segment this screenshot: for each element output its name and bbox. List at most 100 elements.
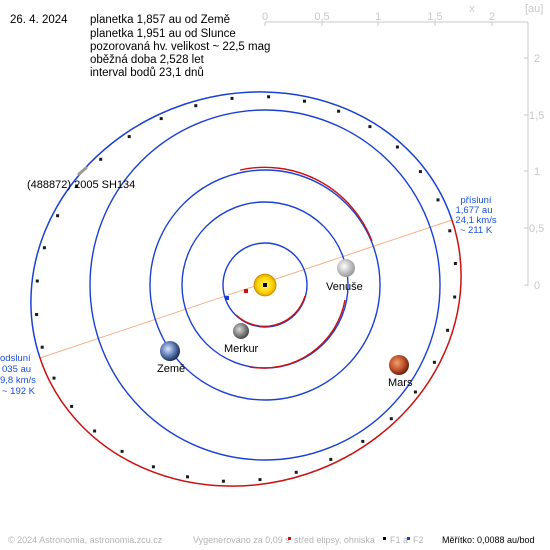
info-distance-earth: planetka 1,857 au od Země (90, 14, 230, 26)
earth-label: Země (157, 363, 185, 375)
mercury-label: Merkur (224, 343, 259, 355)
legend-f1-marker (383, 537, 386, 540)
orbit-position-dot (230, 96, 234, 100)
orbit-position-dot (453, 295, 457, 299)
info-distance-sun: planetka 1,951 au od Slunce (90, 28, 236, 40)
x-tick-label: 1,5 (427, 11, 442, 23)
asteroid-orbit-upper (30, 91, 453, 359)
focus-f2-marker (225, 296, 229, 300)
orbit-position-dot (99, 157, 103, 161)
orbit-position-dot (294, 470, 298, 474)
orbit-position-dot (448, 229, 452, 233)
orbit-position-dot (70, 404, 74, 408)
orbit-position-dot (120, 449, 124, 453)
mars-orbit (89, 109, 441, 461)
aphelion-title: odsluní (0, 353, 31, 364)
earth-orbit (149, 169, 381, 401)
y-unit-label: [au] (525, 3, 543, 15)
orbit-position-dot (159, 117, 163, 121)
perihelion-temperature: ~ 211 K (460, 225, 493, 236)
footer: © 2024 Astronomia, astronomia.zcu.cz Vyg… (8, 535, 535, 545)
orbit-position-dot (186, 475, 189, 479)
earth-icon (160, 341, 180, 361)
info-point-interval: interval bodů 23,1 dnů (90, 67, 204, 79)
x-tick-label: 1 (375, 11, 381, 23)
asteroid: (488872) 2005 SH134 (27, 166, 135, 191)
date-label: 26. 4. 2024 (10, 14, 68, 26)
orbit-position-dot (35, 313, 39, 316)
orbit-position-dot (221, 479, 225, 483)
asteroid-label: (488872) 2005 SH134 (27, 179, 135, 191)
y-tick-label: 2 (534, 53, 540, 65)
venus-label: Venuše (326, 281, 363, 293)
earth-orbit-arc (239, 166, 373, 242)
y-ticks: 2 1,5 1 0,5 0 [au] (524, 3, 544, 292)
perihelion-title: přísluní (460, 195, 492, 206)
aphelion-note: odsluní 035 au 9,8 km/s ~ 192 K (0, 353, 36, 397)
y-tick-label: 1 (534, 166, 540, 178)
asteroid-orbit-lower (39, 219, 462, 487)
orbit-position-dot (52, 376, 56, 380)
axes: 0 0,5 1 1,5 2 x 2 1,5 1 0,5 0 [au] (262, 3, 544, 292)
orbit-position-dot (389, 417, 393, 421)
orbit-position-dot (42, 246, 46, 250)
legend-f2-marker (407, 537, 410, 540)
orbit-position-dot (35, 279, 39, 283)
orbit-position-dot (418, 170, 422, 174)
sun (253, 273, 277, 297)
footer-copyright: © 2024 Astronomia, astronomia.zcu.cz (8, 535, 163, 545)
orbit-position-dot (127, 135, 131, 139)
x-tick-label: 0 (262, 11, 268, 23)
info-period: oběžná doba 2,528 let (90, 54, 205, 66)
venus-icon (337, 259, 355, 277)
x-unit-label: x (469, 3, 475, 15)
orbit-position-dot (56, 214, 60, 218)
aphelion-temperature: ~ 192 K (2, 386, 36, 397)
footer-generated: Vygenerováno za 0,09 s (193, 535, 290, 545)
footer-legend-f2: F2 (413, 535, 424, 545)
y-tick-label: 1,5 (529, 110, 544, 122)
x-tick-label: 2 (489, 11, 495, 23)
orbit-position-dot (446, 328, 450, 332)
orbit-position-dot (40, 345, 44, 349)
ellipse-center-marker (244, 289, 248, 293)
mercury-orbit-arc (235, 295, 306, 327)
orbit-position-dot (337, 109, 341, 113)
info-magnitude: pozorovaná hv. velikost ~ 22,5 mag (90, 41, 270, 53)
orbit-position-dots (35, 95, 457, 483)
orbit-position-dot (453, 262, 457, 265)
mercury-icon (233, 323, 249, 339)
venus-orbit-arc (249, 299, 346, 369)
focus-f1-marker (263, 283, 267, 287)
orbit-position-dot (194, 104, 198, 108)
orbit-position-dot (258, 478, 262, 482)
orbit-position-dot (395, 145, 399, 149)
perihelion-speed: 24,1 km/s (455, 215, 496, 226)
legend-center-marker (288, 537, 291, 540)
orbit-position-dot (267, 95, 271, 99)
aphelion-distance: 035 au (2, 364, 31, 375)
orbit-position-dot (436, 198, 440, 202)
orbit-position-dot (75, 184, 79, 188)
aphelion-speed: 9,8 km/s (0, 375, 36, 386)
mars: Mars (388, 355, 413, 389)
orbit-position-dot (361, 439, 365, 443)
y-tick-label: 0 (534, 280, 540, 292)
orbit-position-dot (413, 390, 417, 394)
perihelion-distance: 1,677 au (456, 205, 493, 216)
mars-label: Mars (388, 377, 413, 389)
footer-scale: Měřítko: 0,0088 au/bod (442, 535, 535, 545)
earth: Země (157, 341, 185, 375)
orbit-position-dot (303, 99, 306, 103)
x-tick-label: 0,5 (314, 11, 329, 23)
footer-legend-f1: F1 a (390, 535, 408, 545)
orbit-position-dot (93, 429, 97, 433)
asteroid-icon (77, 166, 88, 176)
orbit-position-dot (151, 465, 155, 469)
x-ticks: 0 0,5 1 1,5 2 x (262, 3, 495, 26)
y-tick-label: 0,5 (529, 223, 544, 235)
orbit-position-dot (432, 360, 436, 364)
mercury: Merkur (224, 323, 259, 355)
mars-icon (389, 355, 409, 375)
